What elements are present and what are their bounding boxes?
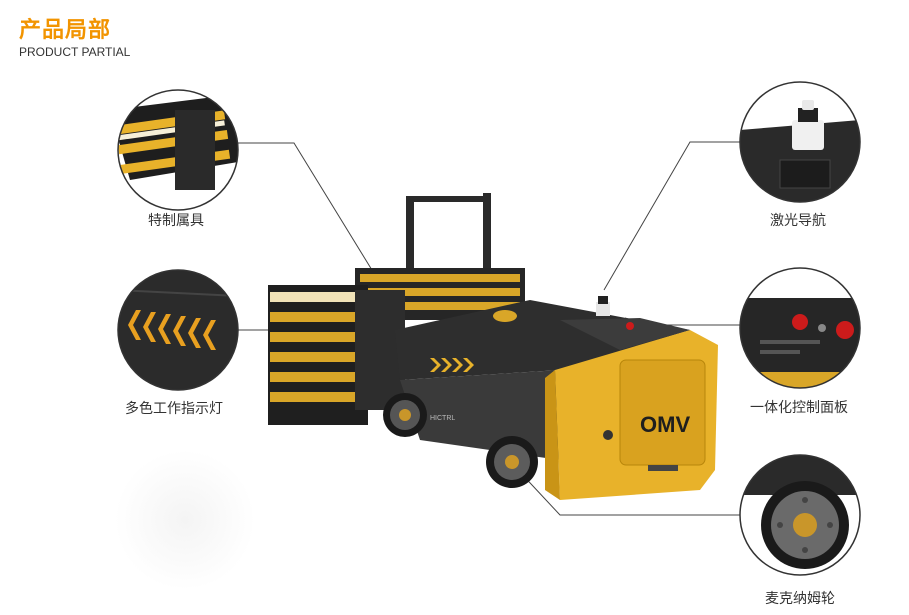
label-laser: 激光导航 — [770, 213, 826, 229]
brand-text: HICTRL — [430, 415, 455, 422]
label-fixture: 特制属具 — [148, 213, 204, 229]
section-subtitle: PRODUCT PARTIAL — [19, 45, 131, 59]
label-indicator: 多色工作指示灯 — [125, 401, 223, 417]
callout-circle-wheel — [739, 454, 861, 576]
omv-vehicle: HICTRL OMV — [268, 193, 718, 500]
section-title: 产品局部 — [19, 18, 112, 43]
callout-circle-laser — [739, 81, 861, 203]
callout-circle-indicator — [117, 269, 239, 391]
label-wheel: 麦克纳姆轮 — [765, 591, 835, 607]
callout-circle-panel — [739, 267, 861, 389]
label-panel: 一体化控制面板 — [750, 400, 848, 416]
callout-circle-fixture — [117, 89, 239, 211]
omv-badge: OMV — [640, 412, 690, 437]
decorative-fade-circle — [115, 450, 255, 590]
